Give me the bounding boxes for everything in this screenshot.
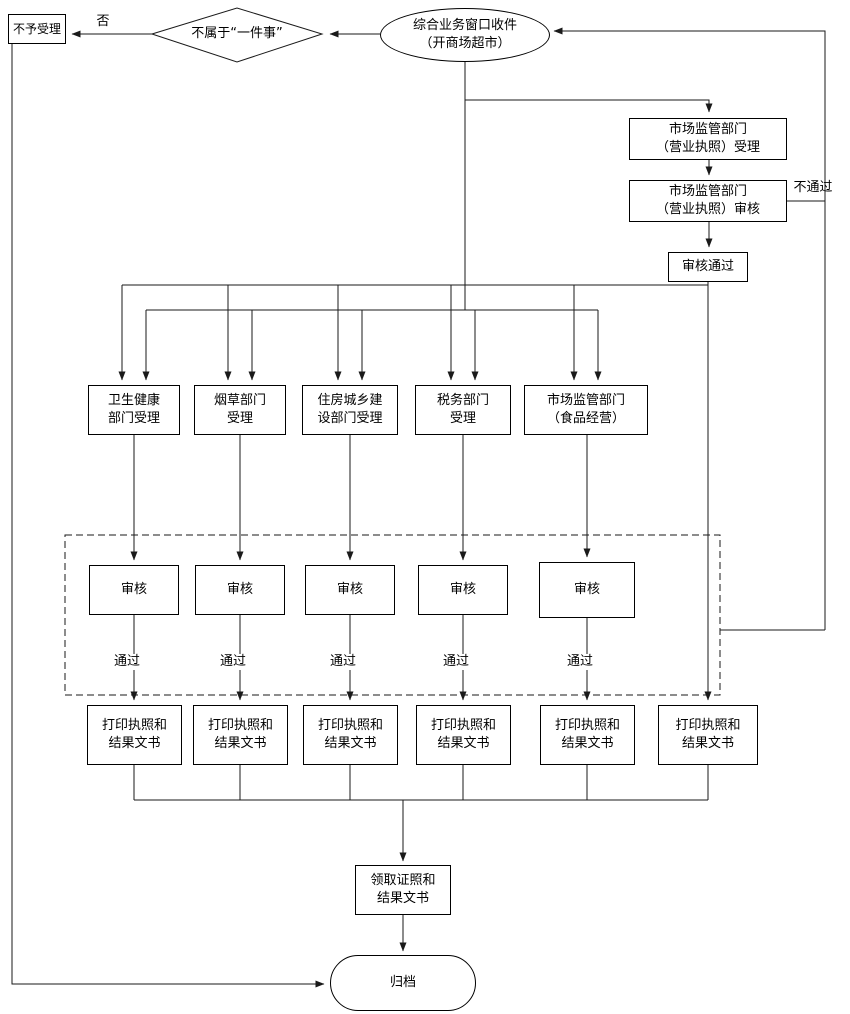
node-dept-housing: 住房城乡建 设部门受理 (302, 385, 398, 435)
edge-reception-to-market-accept (465, 99, 713, 113)
node-reject: 不予受理 (8, 14, 66, 44)
edge-reject-to-archive (11, 44, 325, 988)
node-dept-tax: 税务部门 受理 (415, 385, 511, 435)
edge-label-pass-3: 通过 (326, 654, 360, 670)
node-print-4: 打印执照和 结果文书 (416, 705, 511, 765)
edge-label-pass-4: 通过 (439, 654, 473, 670)
node-dept-market-food: 市场监管部门 （食品经营） (524, 385, 648, 435)
node-review-2: 审核 (195, 565, 285, 615)
decision-diamond-shape (150, 7, 324, 63)
node-print-1: 打印执照和 结果文书 (87, 705, 182, 765)
node-archive: 归档 (330, 955, 476, 1011)
node-dept-tobacco: 烟草部门 受理 (194, 385, 286, 435)
node-market-review: 市场监管部门 （营业执照）审核 (629, 180, 787, 222)
node-review-1: 审核 (89, 565, 179, 615)
edge-label-no: 否 (96, 14, 110, 29)
node-print-5: 打印执照和 结果文书 (540, 705, 635, 765)
node-review-4: 审核 (418, 565, 508, 615)
edge-label-fail: 不通过 (793, 180, 833, 195)
edge-fail-return-to-reception (553, 27, 826, 630)
node-print-2: 打印执照和 结果文书 (193, 705, 288, 765)
edge-label-pass-5: 通过 (563, 654, 597, 670)
node-review-5: 审核 (539, 562, 635, 618)
node-print-3: 打印执照和 结果文书 (303, 705, 398, 765)
node-review-3: 审核 (305, 565, 395, 615)
node-print-6: 打印执照和 结果文书 (658, 705, 758, 765)
node-collect: 领取证照和 结果文书 (355, 865, 451, 915)
edge-label-pass-2: 通过 (216, 654, 250, 670)
edge-label-pass-1: 通过 (110, 654, 144, 670)
node-reception: 综合业务窗口收件 （开商场超市） (380, 8, 550, 62)
node-review-passed: 审核通过 (668, 252, 748, 282)
node-decision: 不属于“一件事” (191, 25, 283, 41)
node-dept-health: 卫生健康 部门受理 (88, 385, 180, 435)
node-market-accept: 市场监管部门 （营业执照）受理 (629, 118, 787, 160)
